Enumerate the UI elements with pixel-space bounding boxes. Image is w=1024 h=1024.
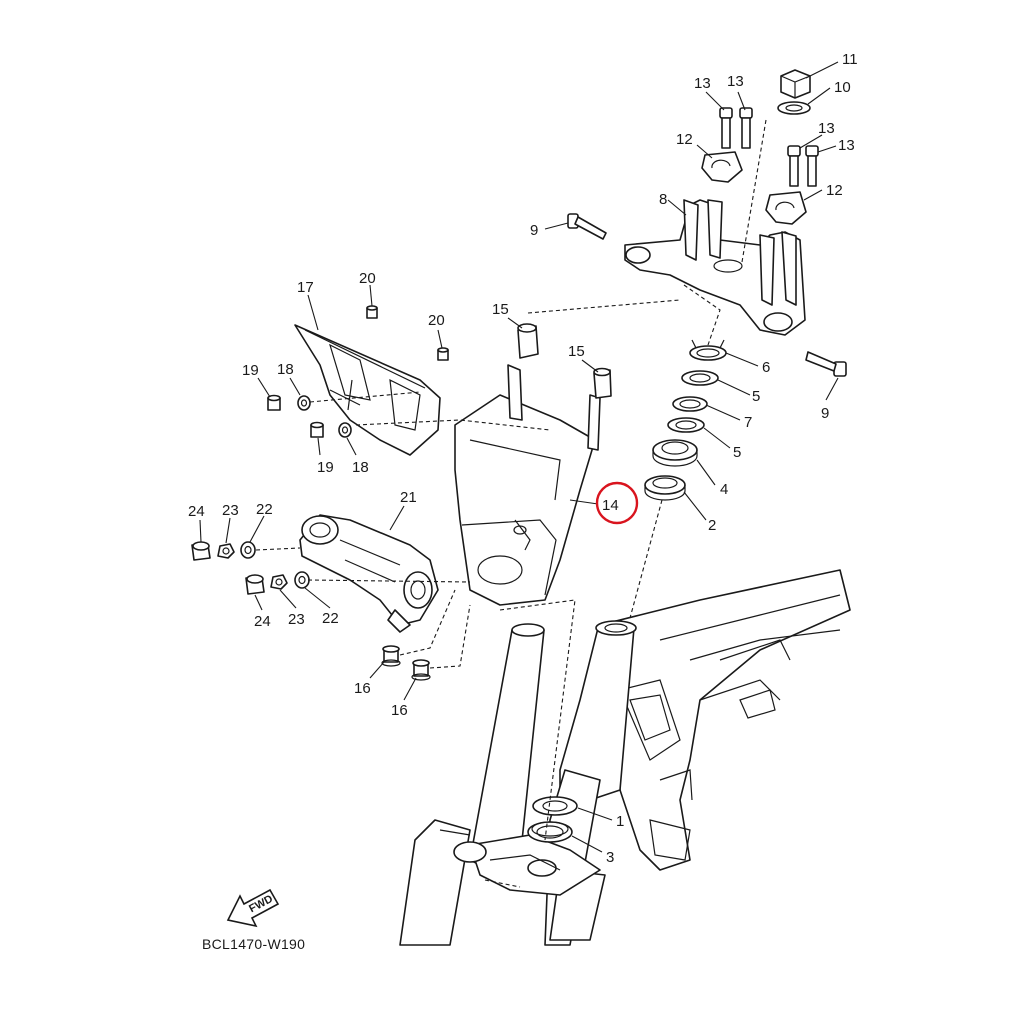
callout-18: 18 <box>277 361 294 378</box>
callout-7: 7 <box>744 414 752 431</box>
grommet-24a <box>191 541 211 561</box>
washer-10 <box>777 101 811 115</box>
callout-12: 12 <box>826 182 843 199</box>
callout-11: 11 <box>842 51 858 68</box>
bolt-19b <box>310 421 324 438</box>
callout-12: 12 <box>676 131 693 148</box>
bolt-13b <box>739 107 753 149</box>
bolt-9b <box>805 351 847 377</box>
callout-6: 6 <box>762 359 770 376</box>
bolt-16b <box>411 659 431 681</box>
callout-15: 15 <box>568 343 585 360</box>
grommet-24b <box>245 574 265 595</box>
callout-21: 21 <box>400 489 417 506</box>
lower-seal <box>532 796 578 816</box>
callout-22: 22 <box>322 610 339 627</box>
bolt-20a <box>366 305 378 319</box>
callout-2: 2 <box>708 517 716 534</box>
callout-13: 13 <box>694 75 711 92</box>
callout-labels: 11 10 13 13 13 13 12 12 8 9 9 6 5 7 5 4 … <box>188 51 858 866</box>
lower-bearing <box>527 821 573 843</box>
upper-bracket-8 <box>624 199 806 336</box>
bolt-9a <box>567 213 607 240</box>
callout-1: 1 <box>616 813 624 830</box>
callout-16: 16 <box>354 680 371 697</box>
callout-8: 8 <box>659 191 667 208</box>
callout-20: 20 <box>428 312 445 329</box>
callout-19: 19 <box>317 459 334 476</box>
washer-7 <box>672 396 708 412</box>
callout-15: 15 <box>492 301 509 318</box>
bolt-13c <box>787 145 801 187</box>
leader-lines <box>199 61 839 888</box>
callout-5: 5 <box>733 444 741 461</box>
callout-16: 16 <box>391 702 408 719</box>
headlight-bracket-21 <box>299 514 439 633</box>
collar-18b <box>338 422 352 438</box>
bolt-16a <box>381 645 401 667</box>
diagram-code: BCL1470-W190 <box>202 936 306 952</box>
handlebar-holder-12a <box>701 151 743 183</box>
callout-3: 3 <box>606 849 614 866</box>
handlebar-holder-12b <box>765 191 807 225</box>
upper-race-2 <box>644 475 686 501</box>
nut-23b <box>270 574 288 590</box>
callout-19: 19 <box>242 362 259 379</box>
damper-15b <box>593 367 612 399</box>
bolt-13a <box>719 107 733 149</box>
callout-9: 9 <box>530 222 538 239</box>
callout-13: 13 <box>838 137 855 154</box>
under-bracket <box>453 834 601 896</box>
meter-assembly-17 <box>294 324 441 456</box>
bolt-19a <box>267 394 281 411</box>
callout-22: 22 <box>256 501 273 518</box>
lock-washer-6 <box>689 339 727 361</box>
callout-13: 13 <box>818 120 835 137</box>
nut-23a <box>217 543 235 559</box>
callout-18: 18 <box>352 459 369 476</box>
washer-22a <box>240 541 256 559</box>
callout-17: 17 <box>297 279 314 296</box>
callout-20: 20 <box>359 270 376 287</box>
bolt-13d <box>805 145 819 187</box>
washer-5b <box>667 417 705 433</box>
bolt-20b <box>437 347 449 361</box>
callout-5: 5 <box>752 388 760 405</box>
collar-18a <box>297 395 311 411</box>
highlight-circle <box>595 481 639 525</box>
fwd-arrow-icon: FWD <box>226 888 280 928</box>
callout-23: 23 <box>222 502 239 519</box>
callout-14: 14 <box>602 497 619 514</box>
front-fork-left <box>399 623 545 946</box>
bracket-14 <box>454 364 601 606</box>
callout-24: 24 <box>254 613 271 630</box>
callout-24: 24 <box>188 503 205 520</box>
frame-assembly <box>599 569 851 871</box>
bearing-4 <box>652 439 698 467</box>
ring-nut-5a <box>681 370 719 386</box>
callout-9: 9 <box>821 405 829 422</box>
washer-22b <box>294 571 310 589</box>
callout-4: 4 <box>720 481 728 498</box>
callout-23: 23 <box>288 611 305 628</box>
damper-15a <box>517 323 539 359</box>
callout-13: 13 <box>727 73 744 90</box>
stem-nut-11 <box>780 69 811 99</box>
callout-10: 10 <box>834 79 851 96</box>
